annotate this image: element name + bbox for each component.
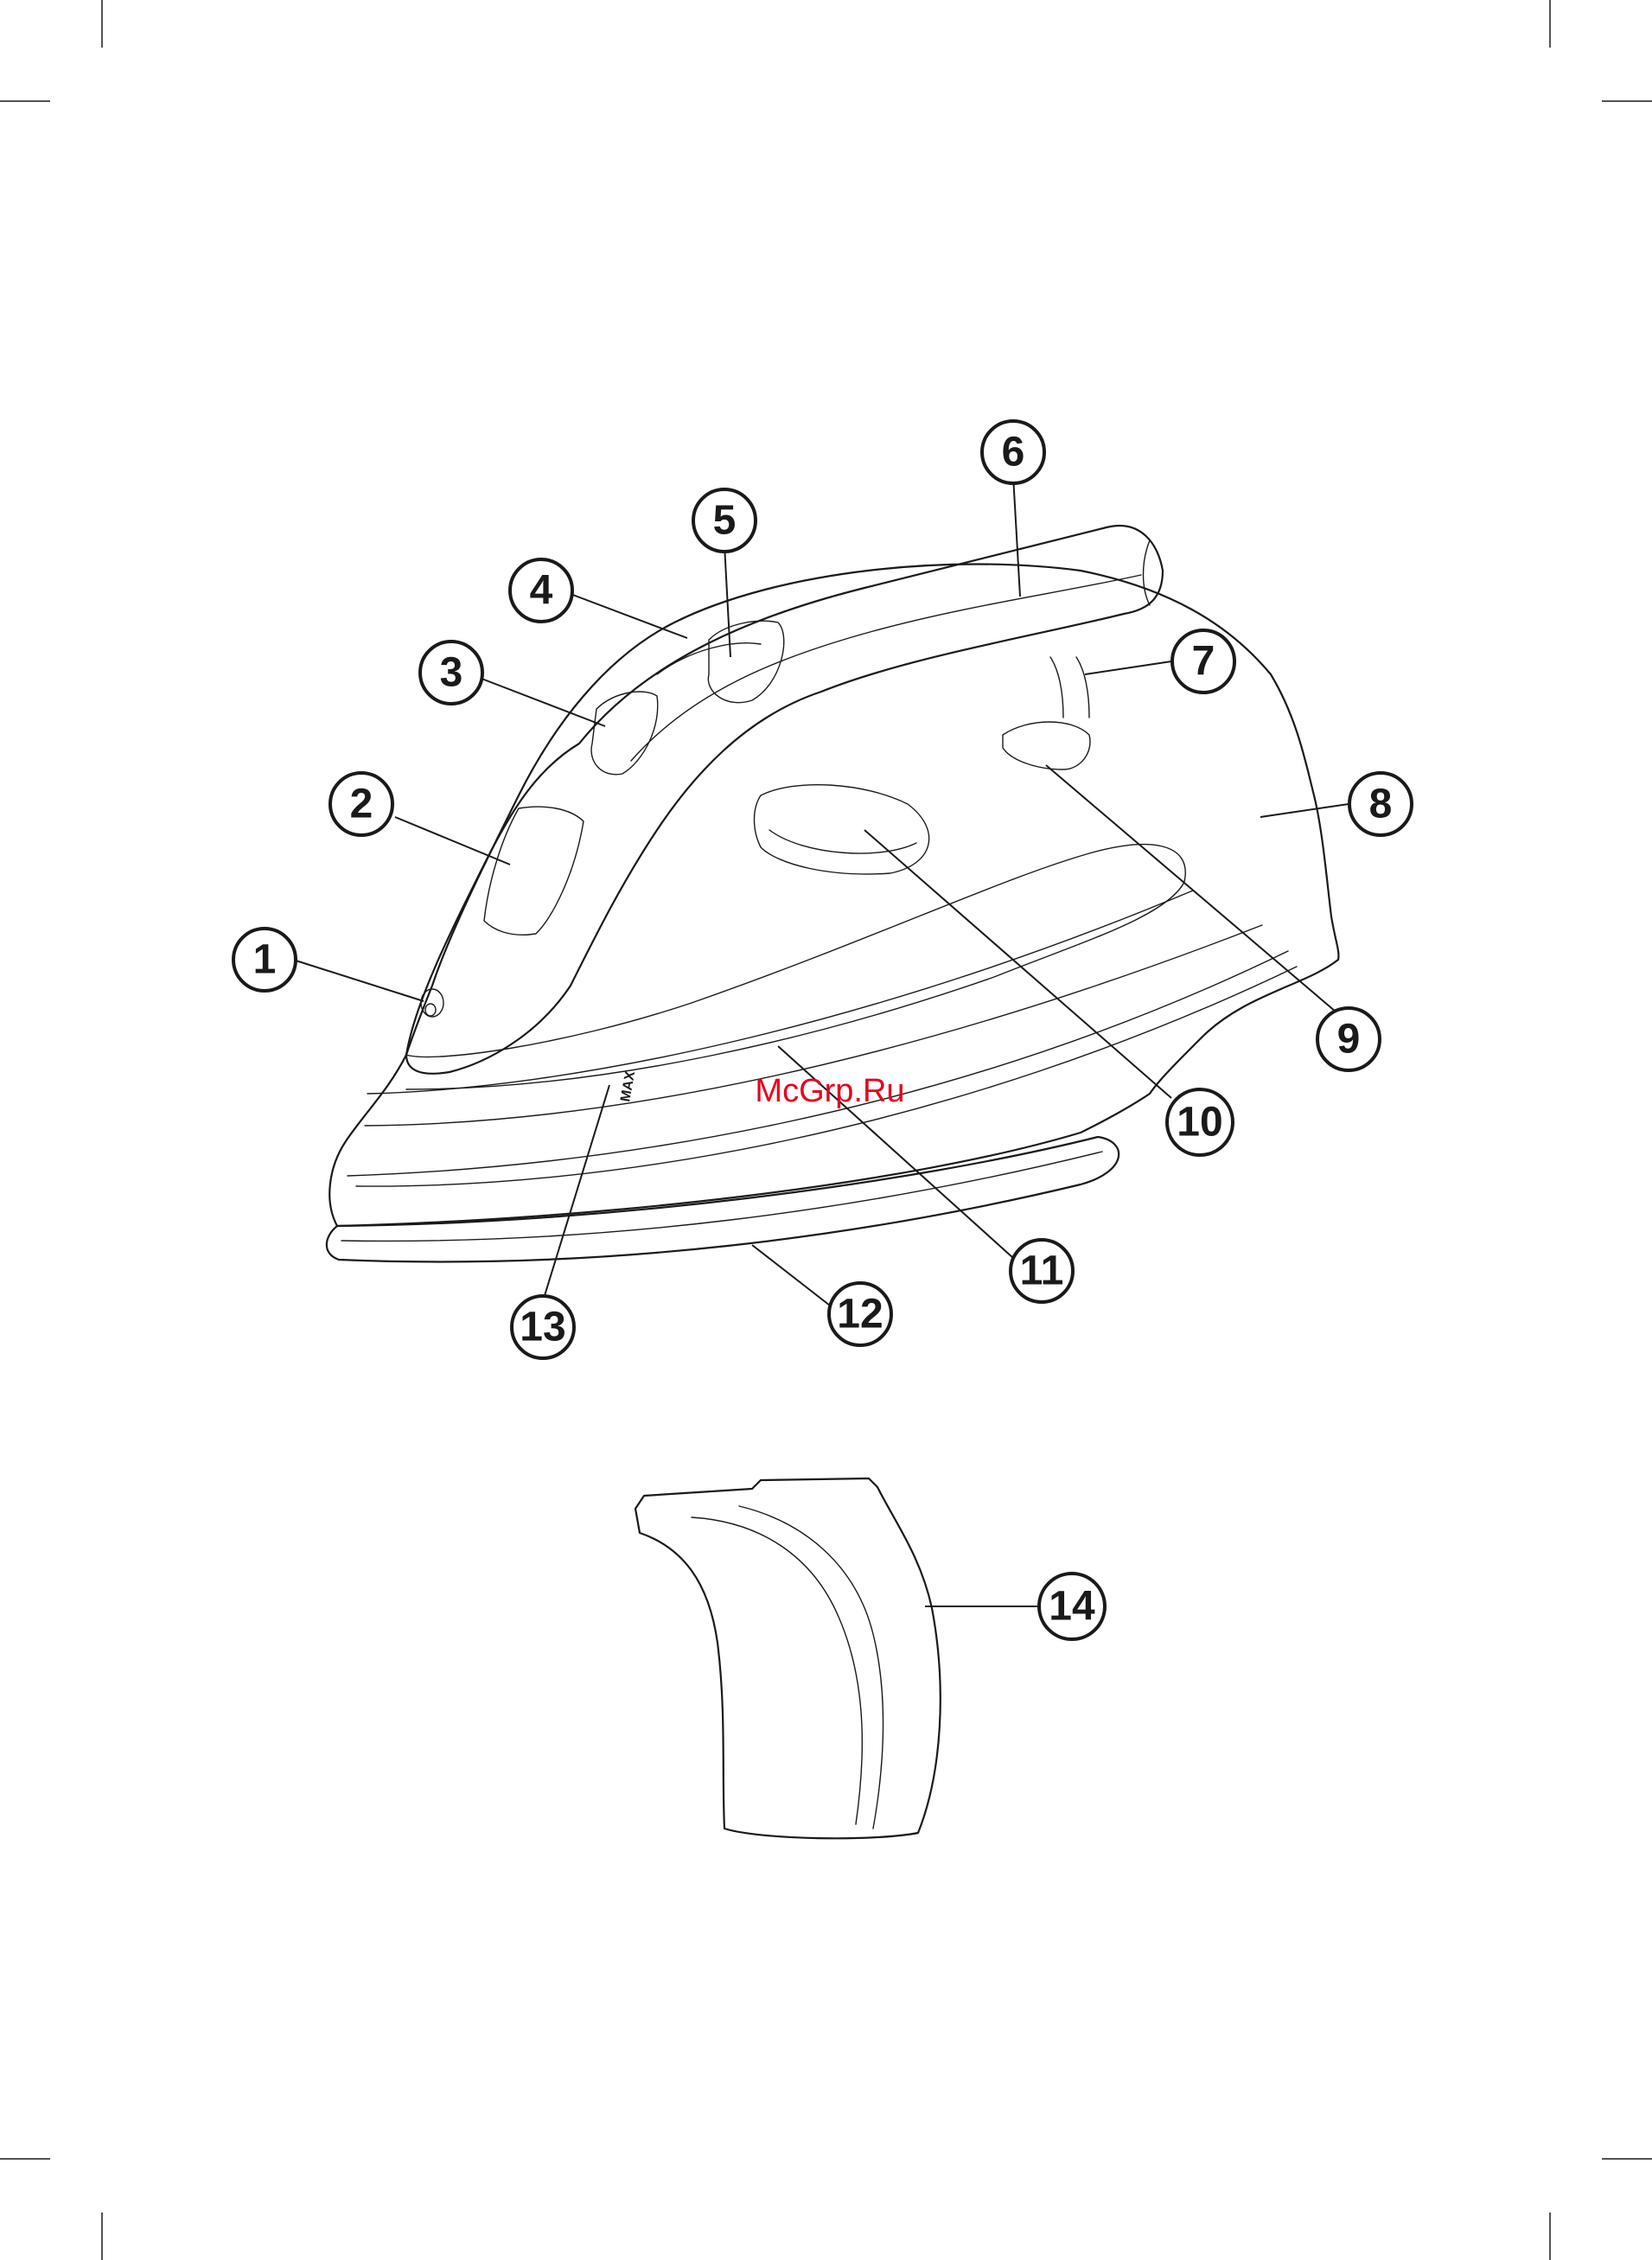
callout-8: 8 xyxy=(1349,773,1412,835)
pilot-light xyxy=(755,785,929,874)
callout-2: 2 xyxy=(330,773,392,835)
callout-6-label: 6 xyxy=(1002,430,1025,476)
callout-1-label: 1 xyxy=(253,937,277,983)
callout-4-label: 4 xyxy=(530,568,553,614)
watermark: McGrp.Ru xyxy=(755,1073,904,1109)
callout-12: 12 xyxy=(829,1283,891,1345)
callout-11: 11 xyxy=(1011,1240,1073,1302)
shot-of-steam-button xyxy=(484,807,584,935)
callout-11-label: 11 xyxy=(1020,1248,1064,1294)
callout-7-label: 7 xyxy=(1192,639,1215,685)
callout-14: 14 xyxy=(1039,1574,1105,1639)
callout-10: 10 xyxy=(1167,1089,1233,1155)
thermostat-button xyxy=(591,692,658,775)
callout-14-label: 14 xyxy=(1049,1584,1095,1630)
callout-12-label: 12 xyxy=(837,1292,883,1337)
callout-5: 5 xyxy=(693,489,756,552)
water-tank-window xyxy=(406,845,1185,1089)
spray-nozzle xyxy=(421,989,443,1017)
callout-10-label: 10 xyxy=(1177,1100,1222,1146)
tank-cover-drawing xyxy=(635,1478,941,1838)
callout-9-label: 9 xyxy=(1337,1017,1361,1063)
callout-1: 1 xyxy=(233,929,296,991)
callout-8-label: 8 xyxy=(1369,782,1393,827)
callout-13-label: 13 xyxy=(520,1305,565,1350)
callout-5-label: 5 xyxy=(713,498,737,544)
cord-guard xyxy=(1003,722,1090,769)
callout-2-label: 2 xyxy=(350,782,373,827)
callout-9: 9 xyxy=(1317,1008,1380,1070)
tank-cover xyxy=(635,1478,941,1838)
callout-13: 13 xyxy=(512,1296,574,1358)
callout-7: 7 xyxy=(1172,630,1234,693)
callout-3-label: 3 xyxy=(440,650,463,696)
max-mark: MAX xyxy=(618,1069,638,1102)
callout-3: 3 xyxy=(420,642,482,704)
callout-4: 4 xyxy=(510,559,572,622)
callout-6: 6 xyxy=(982,421,1044,483)
